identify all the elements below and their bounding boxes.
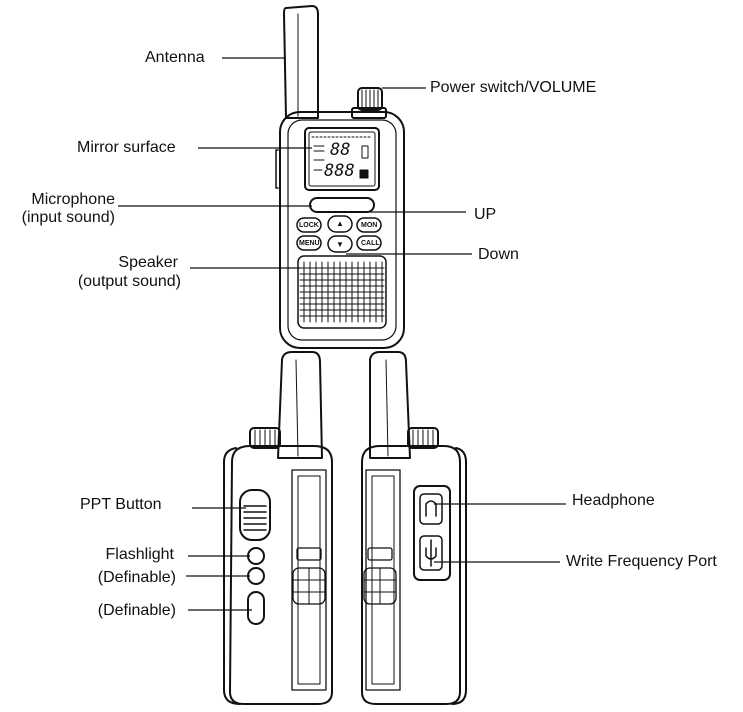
- key-call-label: CALL: [361, 240, 380, 247]
- speaker-grille: [297, 255, 387, 329]
- flashlight-button-shape: [247, 547, 265, 565]
- label-flashlight: Flashlight: [105, 546, 174, 563]
- write-port-shape: [419, 535, 443, 571]
- key-menu-label: MENU: [299, 240, 320, 247]
- front-body: [279, 111, 405, 349]
- microphone-slot: [309, 197, 375, 213]
- definable-button-1-shape: [247, 567, 265, 585]
- body-left: [229, 445, 333, 705]
- body-right: [361, 445, 461, 705]
- label-write-port: Write Frequency Port: [566, 553, 717, 570]
- lcd-screen: [304, 127, 380, 191]
- knob-right: [407, 427, 439, 449]
- label-headphone: Headphone: [572, 492, 655, 509]
- label-mirror-surface: Mirror surface: [77, 139, 176, 156]
- left-side-radio: [223, 351, 333, 705]
- label-speaker: Speaker: [118, 254, 178, 271]
- label-definable-2: (Definable): [97, 602, 176, 619]
- label-microphone-note: (input sound): [21, 209, 115, 226]
- definable-button-2-shape: [247, 591, 265, 625]
- keypad: [296, 215, 382, 253]
- label-speaker-note: (output sound): [77, 273, 181, 290]
- ppt-button-shape: [239, 489, 271, 541]
- key-down-label: ▼: [336, 240, 344, 249]
- label-up: UP: [474, 206, 497, 223]
- lcd-digits-top: 88: [330, 140, 351, 160]
- label-down: Down: [478, 246, 519, 263]
- volume-knob: [351, 87, 387, 119]
- port-cover: [413, 485, 451, 581]
- front-radio: [275, 5, 405, 349]
- antenna-left: [277, 351, 323, 459]
- label-antenna: Antenna: [145, 49, 205, 66]
- key-up-label: ▲: [336, 219, 344, 228]
- label-ppt-button: PPT Button: [80, 496, 162, 513]
- headphone-jack-shape: [419, 493, 443, 525]
- knob-left: [249, 427, 281, 449]
- antenna-front: [283, 5, 319, 119]
- label-power-switch: Power switch/VOLUME: [430, 79, 597, 96]
- key-lock-label: LOCK: [299, 222, 319, 229]
- lcd-digits-bottom: 888: [324, 161, 355, 181]
- antenna-right: [369, 351, 411, 459]
- leader-lines: [118, 57, 566, 611]
- right-side-radio: [361, 351, 467, 705]
- label-microphone: Microphone: [31, 191, 115, 208]
- label-definable-1: (Definable): [97, 569, 176, 586]
- key-mon-label: MON: [361, 222, 378, 229]
